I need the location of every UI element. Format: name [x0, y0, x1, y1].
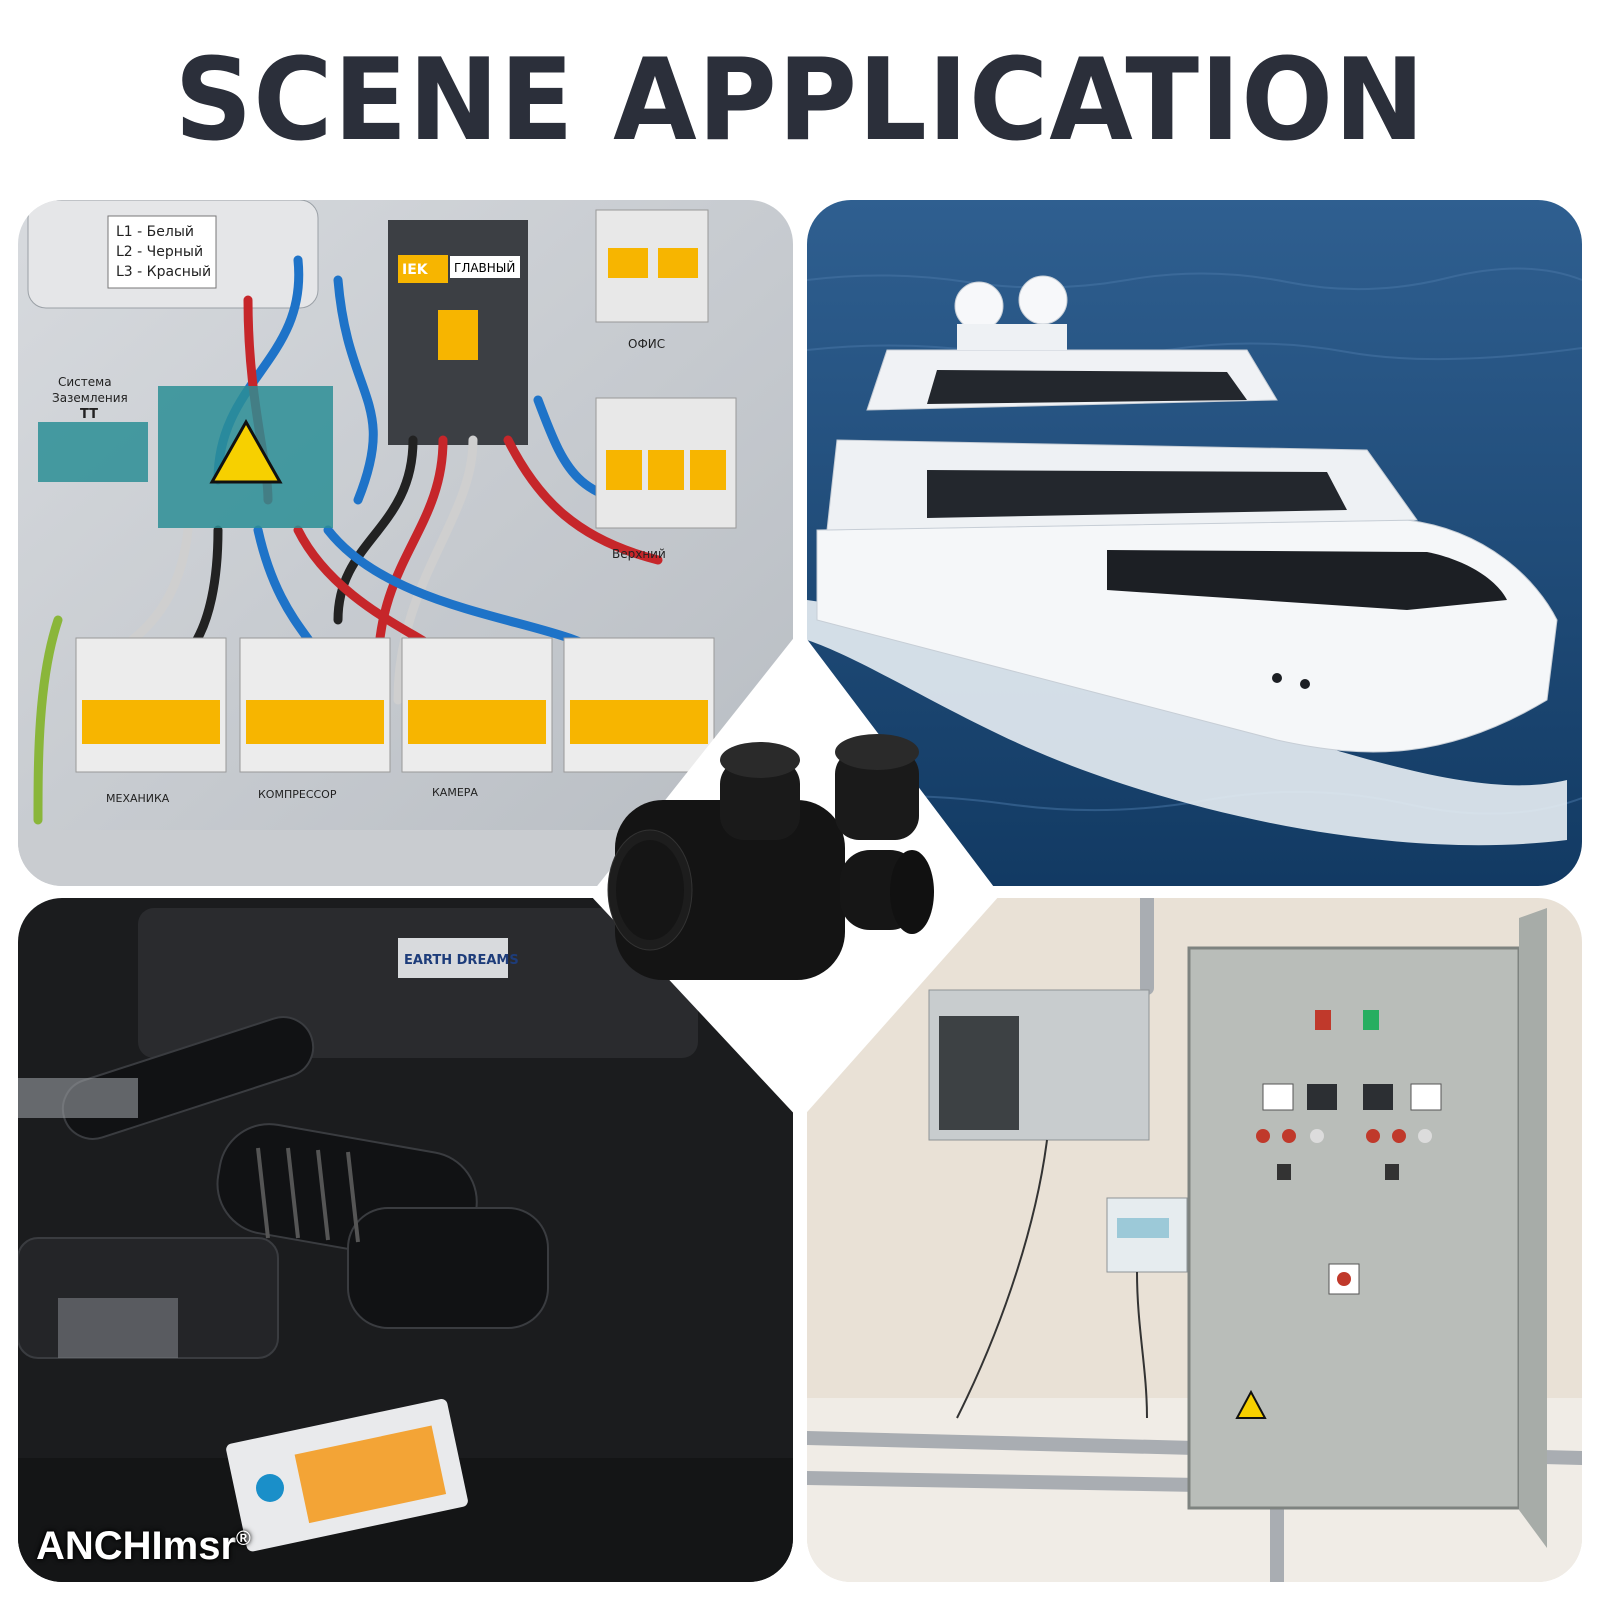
brand-logo: ANCHImsr® — [36, 1524, 251, 1569]
ground-label-3: TT — [80, 407, 98, 422]
page-title: SCENE APPLICATION — [174, 34, 1426, 167]
ground-label-2: Заземления — [52, 391, 128, 405]
legend-line-2: L2 - Черный — [116, 244, 203, 260]
engine-bay-photo: EARTH DREAMS — [18, 898, 793, 1582]
ground-label-1: Система — [58, 375, 112, 389]
legend-line-1: L1 - Белый — [116, 224, 194, 240]
legend-line-3: L3 - Красный — [116, 264, 211, 280]
brand-name: ANCHImsr — [36, 1524, 237, 1568]
label-compressor: КОМПРЕССОР — [258, 788, 337, 801]
electrical-panel-illustration: L1 - Белый L2 - Черный L3 - Красный IEK … — [18, 200, 793, 886]
yacht-photo — [807, 200, 1582, 886]
label-mechanics: МЕХАНИКА — [106, 792, 170, 805]
yacht-illustration — [807, 200, 1582, 886]
control-cabinet-photo — [807, 898, 1582, 1582]
upper-label: Верхний — [612, 547, 666, 561]
electrical-panel-photo: L1 - Белый L2 - Черный L3 - Красный IEK … — [18, 200, 793, 886]
right-breakers — [595, 209, 737, 529]
iek-logo: IEK — [402, 262, 429, 278]
label-camera: КАМЕРА — [432, 786, 478, 799]
engine-badge: EARTH DREAMS — [404, 953, 519, 968]
cabinet-indicators — [1235, 1010, 1442, 1419]
control-cabinet-illustration — [807, 898, 1582, 1582]
main-breaker-label: ГЛАВНЫЙ — [454, 260, 515, 275]
office-label: ОФИС — [628, 337, 665, 351]
registered-mark: ® — [236, 1528, 251, 1550]
engine-bay-illustration: EARTH DREAMS — [18, 898, 793, 1582]
